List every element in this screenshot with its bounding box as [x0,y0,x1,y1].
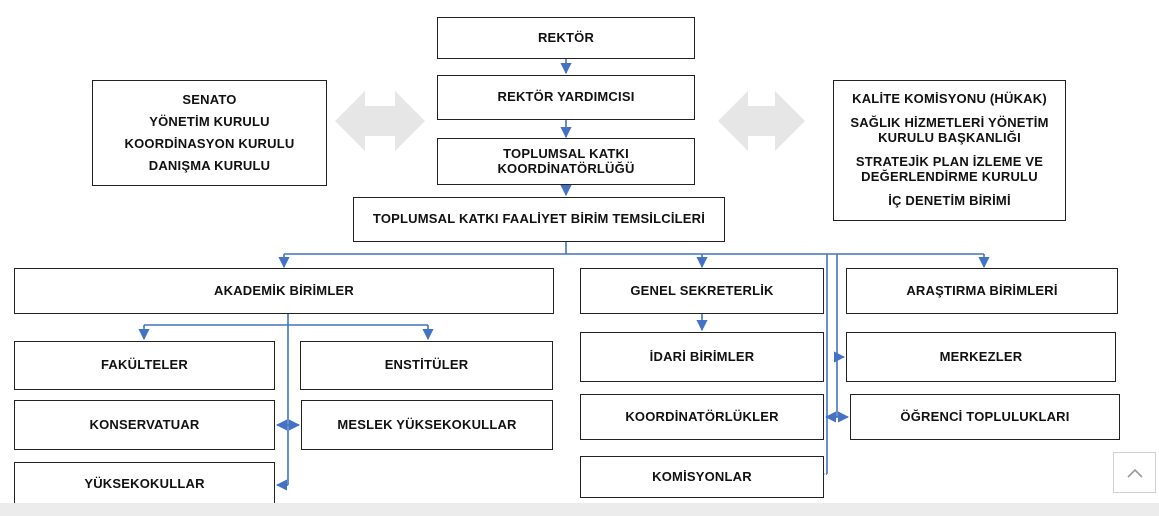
double-arrow-icon [335,91,425,151]
arastirma-birimleri-label: ARAŞTIRMA BİRİMLERİ [906,282,1058,298]
meslek-yuksekokullar-box: MESLEK YÜKSEKOKULLAR [301,400,553,450]
enstituler-label: ENSTİTÜLER [384,357,469,373]
rektor-yardimcisi-label: REKTÖR YARDIMCISI [497,89,635,105]
scroll-to-top-button[interactable] [1113,452,1156,493]
akademik-birimler-box: AKADEMİK BİRİMLER [14,268,554,314]
fakulteler-label: FAKÜLTELER [101,357,188,373]
konservatuar-box: KONSERVATUAR [14,400,275,450]
komisyonlar-box: KOMİSYONLAR [580,456,824,498]
akademik-birimler-label: AKADEMİK BİRİMLER [214,282,354,298]
council-item: DANIŞMA KURULU [148,157,271,173]
double-arrow-icon [718,91,805,151]
yuksekokullar-box: YÜKSEKOKULLAR [14,462,275,507]
committee-item: STRATEJİK PLAN İZLEME VE DEĞERLENDİRME K… [855,154,1044,185]
page-bottom-strip [0,503,1159,516]
idari-birimler-box: İDARİ BİRİMLER [580,332,824,382]
council-item: SENATO [182,91,237,107]
meslek-yuksekokullar-label: MESLEK YÜKSEKOKULLAR [337,416,517,432]
council-item: YÖNETİM KURULU [149,113,270,129]
ogrenci-topluluklari-label: ÖĞRENCİ TOPLULUKLARI [900,408,1070,424]
committee-item: SAĞLIK HİZMETLERİ YÖNETİM KURULU BAŞKANL… [850,114,1049,146]
koordinatorlugu-line-1: TOPLUMSAL KATKI [503,145,629,161]
ogrenci-topluluklari-box: ÖĞRENCİ TOPLULUKLARI [850,394,1120,440]
enstituler-box: ENSTİTÜLER [300,341,553,390]
birim-temsilcileri-box: TOPLUMSAL KATKI FAALİYET BİRİM TEMSİLCİL… [353,197,725,242]
genel-sekreterlik-box: GENEL SEKRETERLİK [580,268,824,314]
committee-line: DEĞERLENDİRME KURULU [861,169,1038,185]
committee-line: STRATEJİK PLAN İZLEME VE [855,154,1044,170]
toplumsal-katki-koordinatorlugu-box: TOPLUMSAL KATKI KOORDİNATÖRLÜĞÜ [437,138,695,185]
idari-birimler-label: İDARİ BİRİMLER [649,348,755,364]
chevron-up-icon [1126,468,1143,478]
konservatuar-label: KONSERVATUAR [89,416,200,432]
rektor-yardimcisi-box: REKTÖR YARDIMCISI [437,75,695,120]
merkezler-label: MERKEZLER [939,348,1023,364]
rektor-box: REKTÖR [437,17,695,59]
koordinatorlukler-label: KOORDİNATÖRLÜKLER [625,408,779,424]
committee-line: KURULU BAŞKANLIĞI [878,129,1021,145]
fakulteler-box: FAKÜLTELER [14,341,275,390]
merkezler-box: MERKEZLER [846,332,1116,382]
genel-sekreterlik-label: GENEL SEKRETERLİK [630,282,774,298]
committee-item: KALİTE KOMİSYONU (HÜKAK) [852,90,1047,107]
committees-box: KALİTE KOMİSYONU (HÜKAK) SAĞLIK HİZMETLE… [833,80,1066,221]
committee-line: KALİTE KOMİSYONU (HÜKAK) [852,90,1047,106]
committee-line: İÇ DENETİM BİRİMİ [888,193,1011,209]
councils-box: SENATO YÖNETİM KURULU KOORDİNASYON KURUL… [92,80,327,186]
birim-temsilcileri-label: TOPLUMSAL KATKI FAALİYET BİRİM TEMSİLCİL… [372,211,706,227]
committee-line: SAĞLIK HİZMETLERİ YÖNETİM [850,114,1049,130]
arastirma-birimleri-box: ARAŞTIRMA BİRİMLERİ [846,268,1118,314]
yuksekokullar-label: YÜKSEKOKULLAR [84,476,205,492]
koordinatorlugu-line-2: KOORDİNATÖRLÜĞÜ [497,160,635,176]
rektor-label: REKTÖR [537,29,595,45]
komisyonlar-label: KOMİSYONLAR [652,468,752,484]
committee-item: İÇ DENETİM BİRİMİ [888,193,1011,209]
koordinatorlukler-box: KOORDİNATÖRLÜKLER [580,394,824,440]
council-item: KOORDİNASYON KURULU [124,135,295,151]
